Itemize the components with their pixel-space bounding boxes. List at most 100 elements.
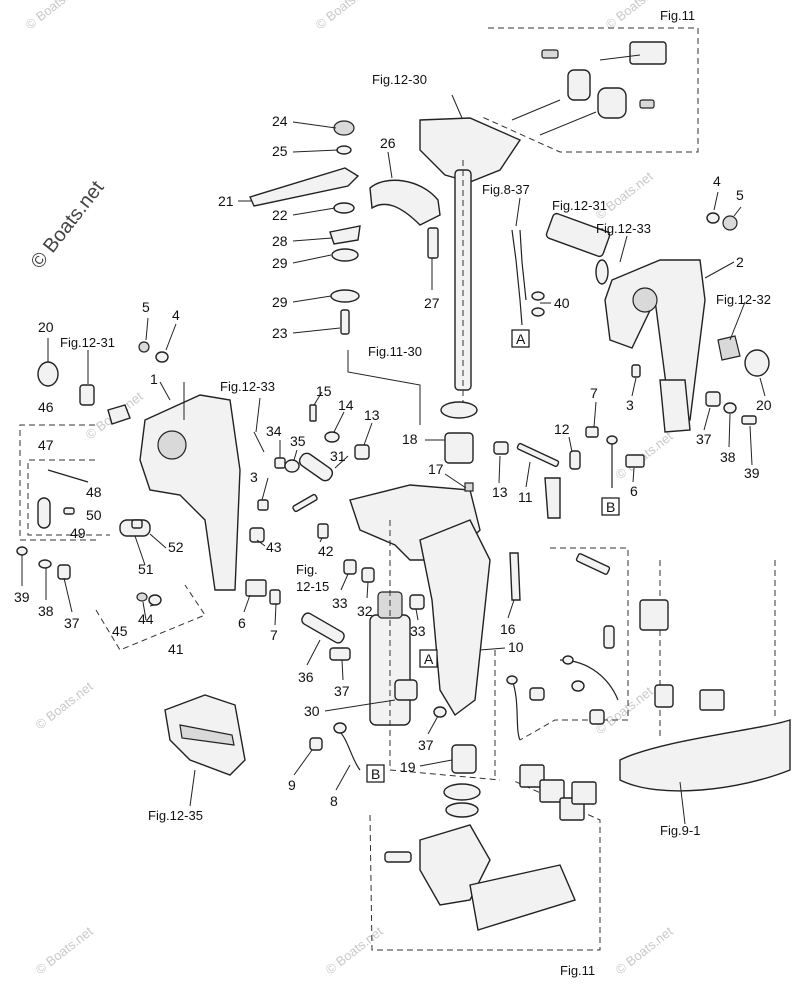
callout: 18	[402, 431, 418, 447]
callout: 29	[272, 255, 288, 271]
fig-label: Fig.8-37	[482, 182, 530, 197]
callout: 41	[168, 641, 184, 657]
callout: 46	[38, 399, 54, 415]
callout: 24	[272, 113, 288, 129]
callout: 45	[112, 623, 128, 639]
callout: 13	[492, 484, 508, 500]
callout: 12	[554, 421, 570, 437]
callout: 11	[518, 489, 533, 505]
callout: 4	[172, 307, 180, 323]
callout: 20	[756, 397, 772, 413]
callout: 43	[266, 539, 282, 555]
boxed-letter-a: A	[424, 651, 434, 667]
callout: 38	[720, 449, 736, 465]
right-bracket-group	[511, 212, 770, 488]
callout: 4	[713, 173, 721, 189]
fig-11-bottom-group	[369, 764, 601, 951]
fig-label: Fig.12-31	[60, 335, 115, 350]
callout: 16	[500, 621, 516, 637]
callout: 25	[272, 143, 288, 159]
top-linkage-group	[249, 117, 522, 420]
callout: 38	[38, 603, 54, 619]
fig-label: Fig.12-33	[220, 379, 275, 394]
boxed-letter-b: B	[371, 766, 380, 782]
leader-lines	[21, 94, 766, 825]
callout: 2	[736, 254, 744, 270]
callout: 52	[168, 539, 184, 555]
callout: 5	[736, 187, 744, 203]
fig-label: 12-15	[296, 579, 329, 594]
callout: 6	[630, 483, 638, 499]
fig-label: Fig.	[296, 562, 318, 577]
left-bracket-group	[16, 341, 370, 651]
fig-12-35-detail	[164, 694, 246, 776]
fig-label: Fig.11	[660, 8, 695, 23]
watermark: © Boats.net	[323, 923, 386, 977]
callout: 37	[418, 737, 434, 753]
fig-label: Fig.9-1	[660, 823, 700, 838]
callout: 15	[316, 383, 332, 399]
part-callouts: 24 25 26 21 22 28 29 29 23 27 40 4 5 2 2…	[14, 113, 772, 809]
callout: 33	[410, 623, 426, 639]
callout: 7	[270, 627, 278, 643]
fig-11-top-group	[479, 27, 699, 153]
callout: 3	[626, 397, 634, 413]
watermark: © Boats.net	[613, 923, 676, 977]
callout: 26	[380, 135, 396, 151]
watermark: © Boats.net	[313, 0, 376, 32]
boxed-letter-b: B	[606, 499, 615, 515]
callout: 9	[288, 777, 296, 793]
callout: 3	[250, 469, 258, 485]
callout: 42	[318, 543, 334, 559]
fig-label: Fig.11	[560, 963, 595, 978]
callout: 13	[364, 407, 380, 423]
callout: 49	[70, 525, 86, 541]
watermark: © Boats.net	[593, 168, 656, 222]
callout: 36	[298, 669, 314, 685]
fig-9-1-outline	[619, 560, 791, 792]
callout: 8	[330, 793, 338, 809]
fig-label: Fig.12-31	[552, 198, 607, 213]
watermark: © Boats.net	[23, 0, 86, 32]
callout: 6	[238, 615, 246, 631]
callout: 22	[272, 207, 288, 223]
fig-label: Fig.12-30	[372, 72, 427, 87]
callout: 47	[38, 437, 54, 453]
callout: 50	[86, 507, 102, 523]
callout: 7	[590, 385, 598, 401]
callout: 48	[86, 484, 102, 500]
callout: 37	[696, 431, 712, 447]
callout: 40	[554, 295, 570, 311]
swivel-bracket-group	[301, 350, 561, 781]
callout: 28	[272, 233, 288, 249]
figure-labels: Fig.11 Fig.12-30 Fig.8-37 Fig.12-31 Fig.…	[60, 8, 771, 978]
watermark-large: © Boats.net	[27, 177, 109, 273]
wiring-group	[506, 547, 629, 741]
fig-label: Fig.12-33	[596, 221, 651, 236]
watermark: © Boats.net	[33, 678, 96, 732]
callout: 20	[38, 319, 54, 335]
fig-label: Fig.12-35	[148, 808, 203, 823]
callout: 44	[138, 611, 154, 627]
callout: 51	[138, 561, 154, 577]
callout: 37	[64, 615, 80, 631]
callout: 10	[508, 639, 524, 655]
boxed-letters: A B A B	[366, 329, 620, 783]
callout: 33	[332, 595, 348, 611]
callout: 19	[400, 759, 416, 775]
callout: 5	[142, 299, 150, 315]
callout: 37	[334, 683, 350, 699]
callout: 32	[357, 603, 373, 619]
callout: 1	[150, 371, 158, 387]
callout: 27	[424, 295, 440, 311]
callout: 34	[266, 423, 282, 439]
boxed-letter-a: A	[516, 331, 526, 347]
fig-label: Fig.12-32	[716, 292, 771, 307]
callout: 21	[218, 193, 234, 209]
callout: 30	[304, 703, 320, 719]
callout: 31	[330, 448, 346, 464]
callout: 35	[290, 433, 306, 449]
callout: 23	[272, 325, 288, 341]
fig-label: Fig.11-30	[368, 344, 422, 359]
